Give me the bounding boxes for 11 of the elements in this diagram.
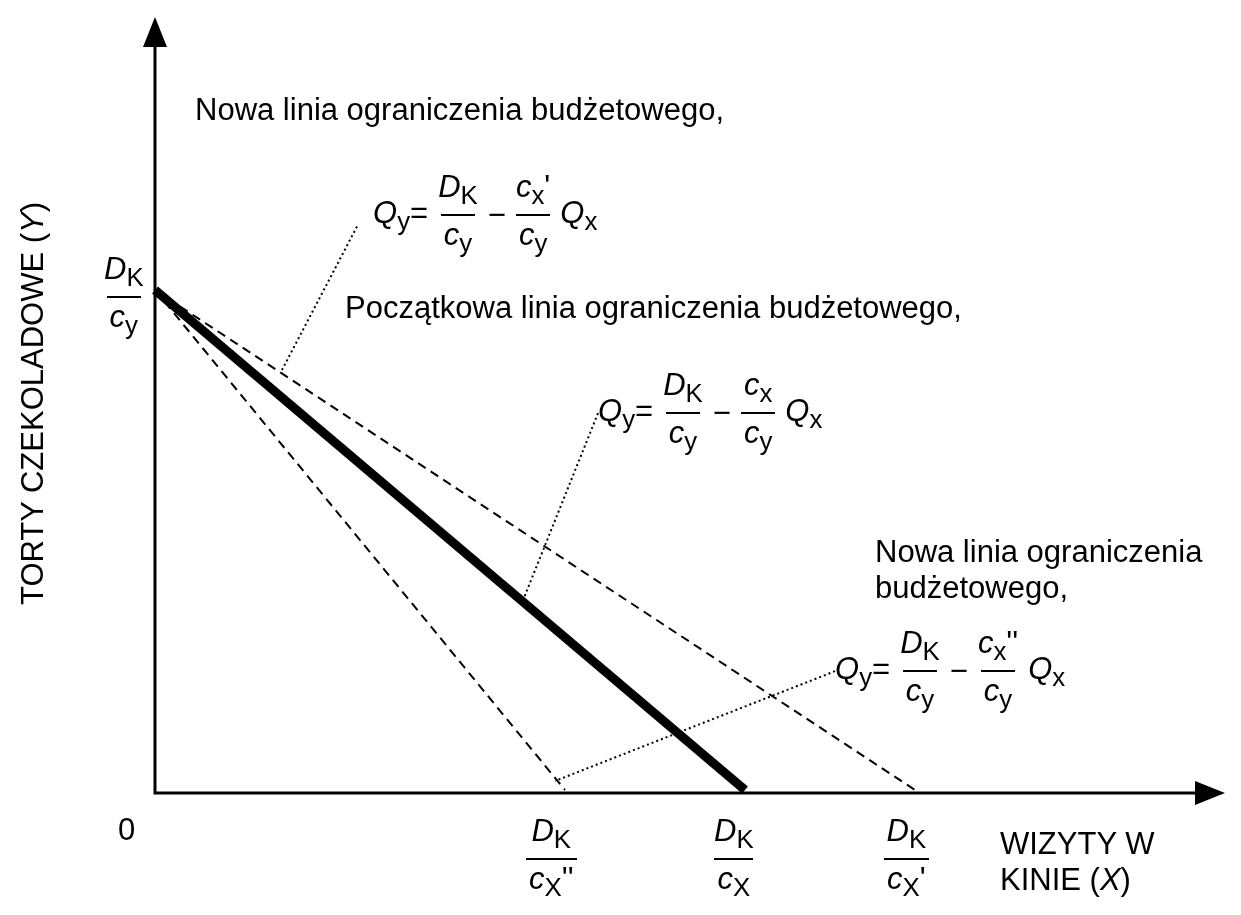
axis-title: TORTY CZEKOLADOWE (Y) xyxy=(15,201,51,605)
annotation-text: Nowa linia ograniczenia budżetowego, xyxy=(875,534,1204,606)
axis-title: WIZYTY W KINIE (X) xyxy=(1000,826,1156,898)
axis-tick-label: D$_{K}$ c$_{X}$ xyxy=(708,812,760,907)
annotation-text: Nowa linia ograniczenia budżetowego, xyxy=(195,92,725,128)
axis-tick-label: D$_{K}$ c$_{y}$ xyxy=(98,250,150,345)
axis-tick-label: 0 xyxy=(118,812,136,848)
annotation-text: Początkowa linia ograniczenia budżetowego, xyxy=(345,290,962,326)
axis-tick-label: D$_{K}$ c$_{X}$' xyxy=(878,812,935,907)
leader-line xyxy=(554,670,836,782)
axis-tick-label: D$_{K}$ c$_{X}$'' xyxy=(520,812,583,907)
